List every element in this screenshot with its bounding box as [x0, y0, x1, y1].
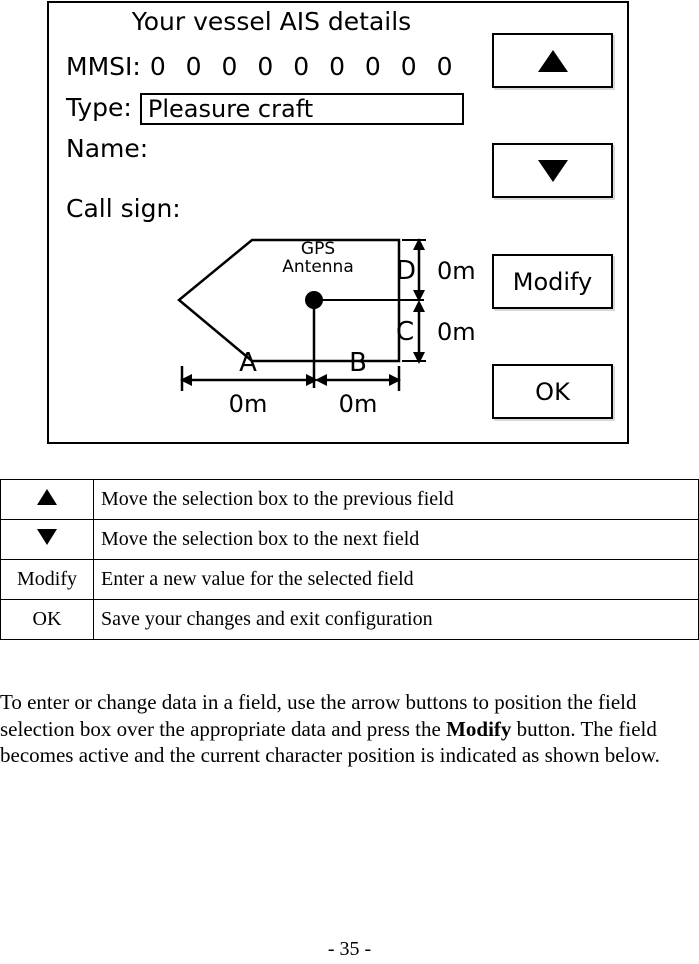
triangle-down-icon — [537, 159, 568, 182]
key-cell-ok: OK — [0, 599, 94, 640]
page-number-footer: - 35 - — [327, 938, 372, 960]
dim-c-arrowhead-top — [413, 300, 425, 312]
field-row-call-sign: Call sign: — [66, 194, 181, 223]
dim-a-label: A — [239, 348, 257, 378]
dim-d-value: 0m — [437, 257, 476, 285]
ok-button-label: OK — [535, 377, 570, 406]
triangle-up-icon — [537, 49, 568, 72]
paragraph-part-2: button. The field becomes active and the… — [0, 716, 660, 768]
dim-b-value: 0m — [339, 390, 378, 418]
key-cell-modify: Modify — [0, 559, 94, 600]
dim-c-value: 0m — [437, 318, 476, 346]
call-sign-label: Call sign: — [66, 194, 181, 223]
dim-d-arrowhead-bottom — [413, 290, 425, 302]
gps-antenna-position-marker — [305, 291, 323, 309]
dim-c-label: C — [396, 317, 414, 347]
vessel-hull-outline — [177, 238, 401, 363]
dim-b-arrowhead-left — [315, 374, 327, 386]
gps-antenna-label-line2: Antenna — [282, 257, 354, 277]
up-arrow-button[interactable] — [492, 33, 613, 88]
key-reference-table: Move the selection box to the previous f… — [0, 479, 699, 640]
key-description: Enter a new value for the selected field — [93, 559, 699, 600]
down-arrow-button[interactable] — [492, 143, 613, 198]
table-row: Modify Enter a new value for the selecte… — [0, 559, 699, 600]
dim-a-arrowhead-left — [180, 374, 192, 386]
field-row-mmsi: MMSI: 0 0 0 0 0 0 0 0 0 — [66, 52, 459, 81]
ok-button[interactable]: OK — [492, 364, 613, 419]
paragraph-bold-modify: Modify — [446, 716, 512, 741]
mmsi-label: MMSI: — [66, 52, 141, 81]
field-row-name: Name: — [66, 134, 148, 163]
dim-a-arrowhead-right — [306, 374, 318, 386]
ais-details-panel: Your vessel AIS details MMSI: 0 0 0 0 0 0… — [47, 1, 629, 444]
type-label: Type: — [66, 93, 132, 122]
field-row-type: Type:Pleasure craft — [66, 93, 464, 125]
key-description: Move the selection box to the next field — [93, 519, 699, 560]
triangle-up-icon — [37, 489, 57, 505]
key-cell-up-arrow — [0, 479, 94, 520]
dim-b-arrowhead-right — [389, 374, 401, 386]
vessel-dimension-diagram: GPS Antenna D 0m C 0m — [177, 238, 476, 418]
dim-c-arrowhead-bottom — [413, 352, 425, 364]
modify-button[interactable]: Modify — [492, 254, 613, 309]
table-row: Move the selection box to the next field — [0, 519, 699, 560]
modify-button-label: Modify — [512, 267, 593, 296]
instruction-paragraph: To enter or change data in a field, use … — [0, 689, 688, 769]
key-cell-down-arrow — [0, 519, 94, 560]
table-row: Move the selection box to the previous f… — [0, 479, 699, 520]
dim-d-label: D — [396, 256, 416, 286]
dim-d-arrowhead-top — [413, 238, 425, 250]
mmsi-value[interactable]: 0 0 0 0 0 0 0 0 0 — [149, 52, 459, 81]
dim-a-value: 0m — [229, 390, 268, 418]
gps-antenna-label-line1: GPS — [301, 239, 335, 259]
table-row: OK Save your changes and exit configurat… — [0, 599, 699, 640]
key-description: Move the selection box to the previous f… — [93, 479, 699, 520]
paragraph-part-1: To enter or change data in a field, use … — [0, 690, 637, 741]
page-title: Your vessel AIS details — [131, 7, 412, 36]
key-description: Save your changes and exit configuration — [93, 599, 699, 640]
dim-b-label: B — [349, 348, 367, 378]
name-label: Name: — [66, 134, 149, 163]
triangle-down-icon — [37, 529, 57, 545]
type-value-selection-box[interactable]: Pleasure craft — [139, 93, 464, 125]
